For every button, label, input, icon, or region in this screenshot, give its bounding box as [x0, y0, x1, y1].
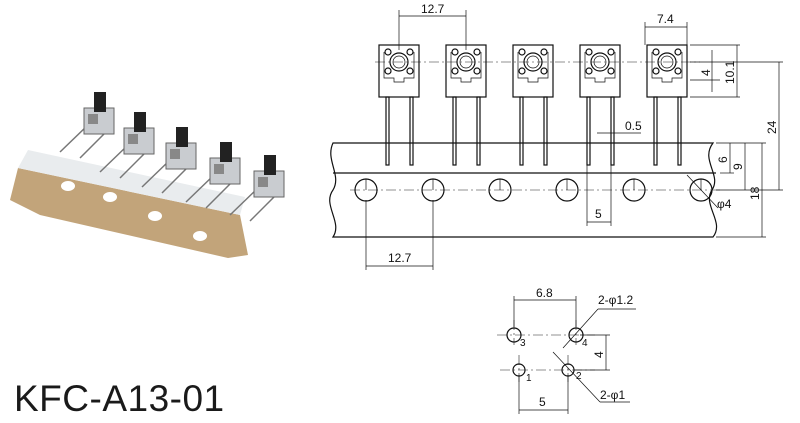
photo-tape-hole	[61, 181, 75, 191]
dim-body-width: 7.4	[657, 12, 674, 26]
dim-lead-spacing: 5	[595, 207, 602, 221]
small-holes-callout: 2-φ1	[600, 388, 625, 402]
product-photo	[10, 92, 285, 258]
switch-component	[512, 44, 554, 166]
photo-tape-hole	[148, 211, 162, 221]
dim-18: 18	[748, 186, 762, 200]
model-number: KFC-A13-01	[14, 378, 225, 419]
pin-hole-3	[506, 327, 522, 343]
dim-24: 24	[765, 120, 779, 134]
pcb-layout: 3 4 1 2 6.8 4 5 2-φ1.2 2-φ1	[497, 286, 636, 414]
carrier-tape	[329, 142, 718, 238]
photo-switch	[229, 155, 285, 222]
dim-4: 4	[699, 69, 713, 76]
pin-label-4: 4	[582, 338, 588, 349]
photo-switch	[141, 127, 197, 194]
dim-hole-diameter: φ4	[717, 197, 732, 211]
pin-label-2: 2	[576, 371, 582, 382]
pin-label-3: 3	[520, 338, 526, 349]
dim-hole-pitch: 12.7	[388, 251, 412, 265]
dim-component-pitch: 12.7	[421, 2, 445, 16]
dim-lead-width: 0.5	[625, 119, 642, 133]
photo-switch	[99, 112, 155, 179]
dim-9: 9	[731, 163, 745, 170]
tape-drawing	[329, 44, 720, 238]
switch-component	[378, 44, 420, 166]
dim-6-8: 6.8	[536, 286, 553, 300]
pin-label-1: 1	[526, 373, 532, 384]
dim-6: 6	[716, 156, 730, 163]
photo-tape-hole	[103, 192, 117, 202]
dim-5-pcb: 5	[539, 395, 546, 409]
dimension-lines: 12.7 7.4 4 10.1 24 6 9 18 0.5 5 φ4 12.7	[365, 2, 783, 270]
switch-component	[579, 44, 621, 166]
switch-component	[445, 44, 487, 166]
photo-tape-hole	[193, 231, 207, 241]
large-holes-callout: 2-φ1.2	[598, 293, 633, 307]
switch-component	[646, 44, 688, 166]
photo-switch	[59, 92, 115, 159]
dim-10-1: 10.1	[723, 60, 737, 84]
photo-switch	[185, 142, 241, 209]
dim-4-pcb: 4	[592, 351, 606, 358]
